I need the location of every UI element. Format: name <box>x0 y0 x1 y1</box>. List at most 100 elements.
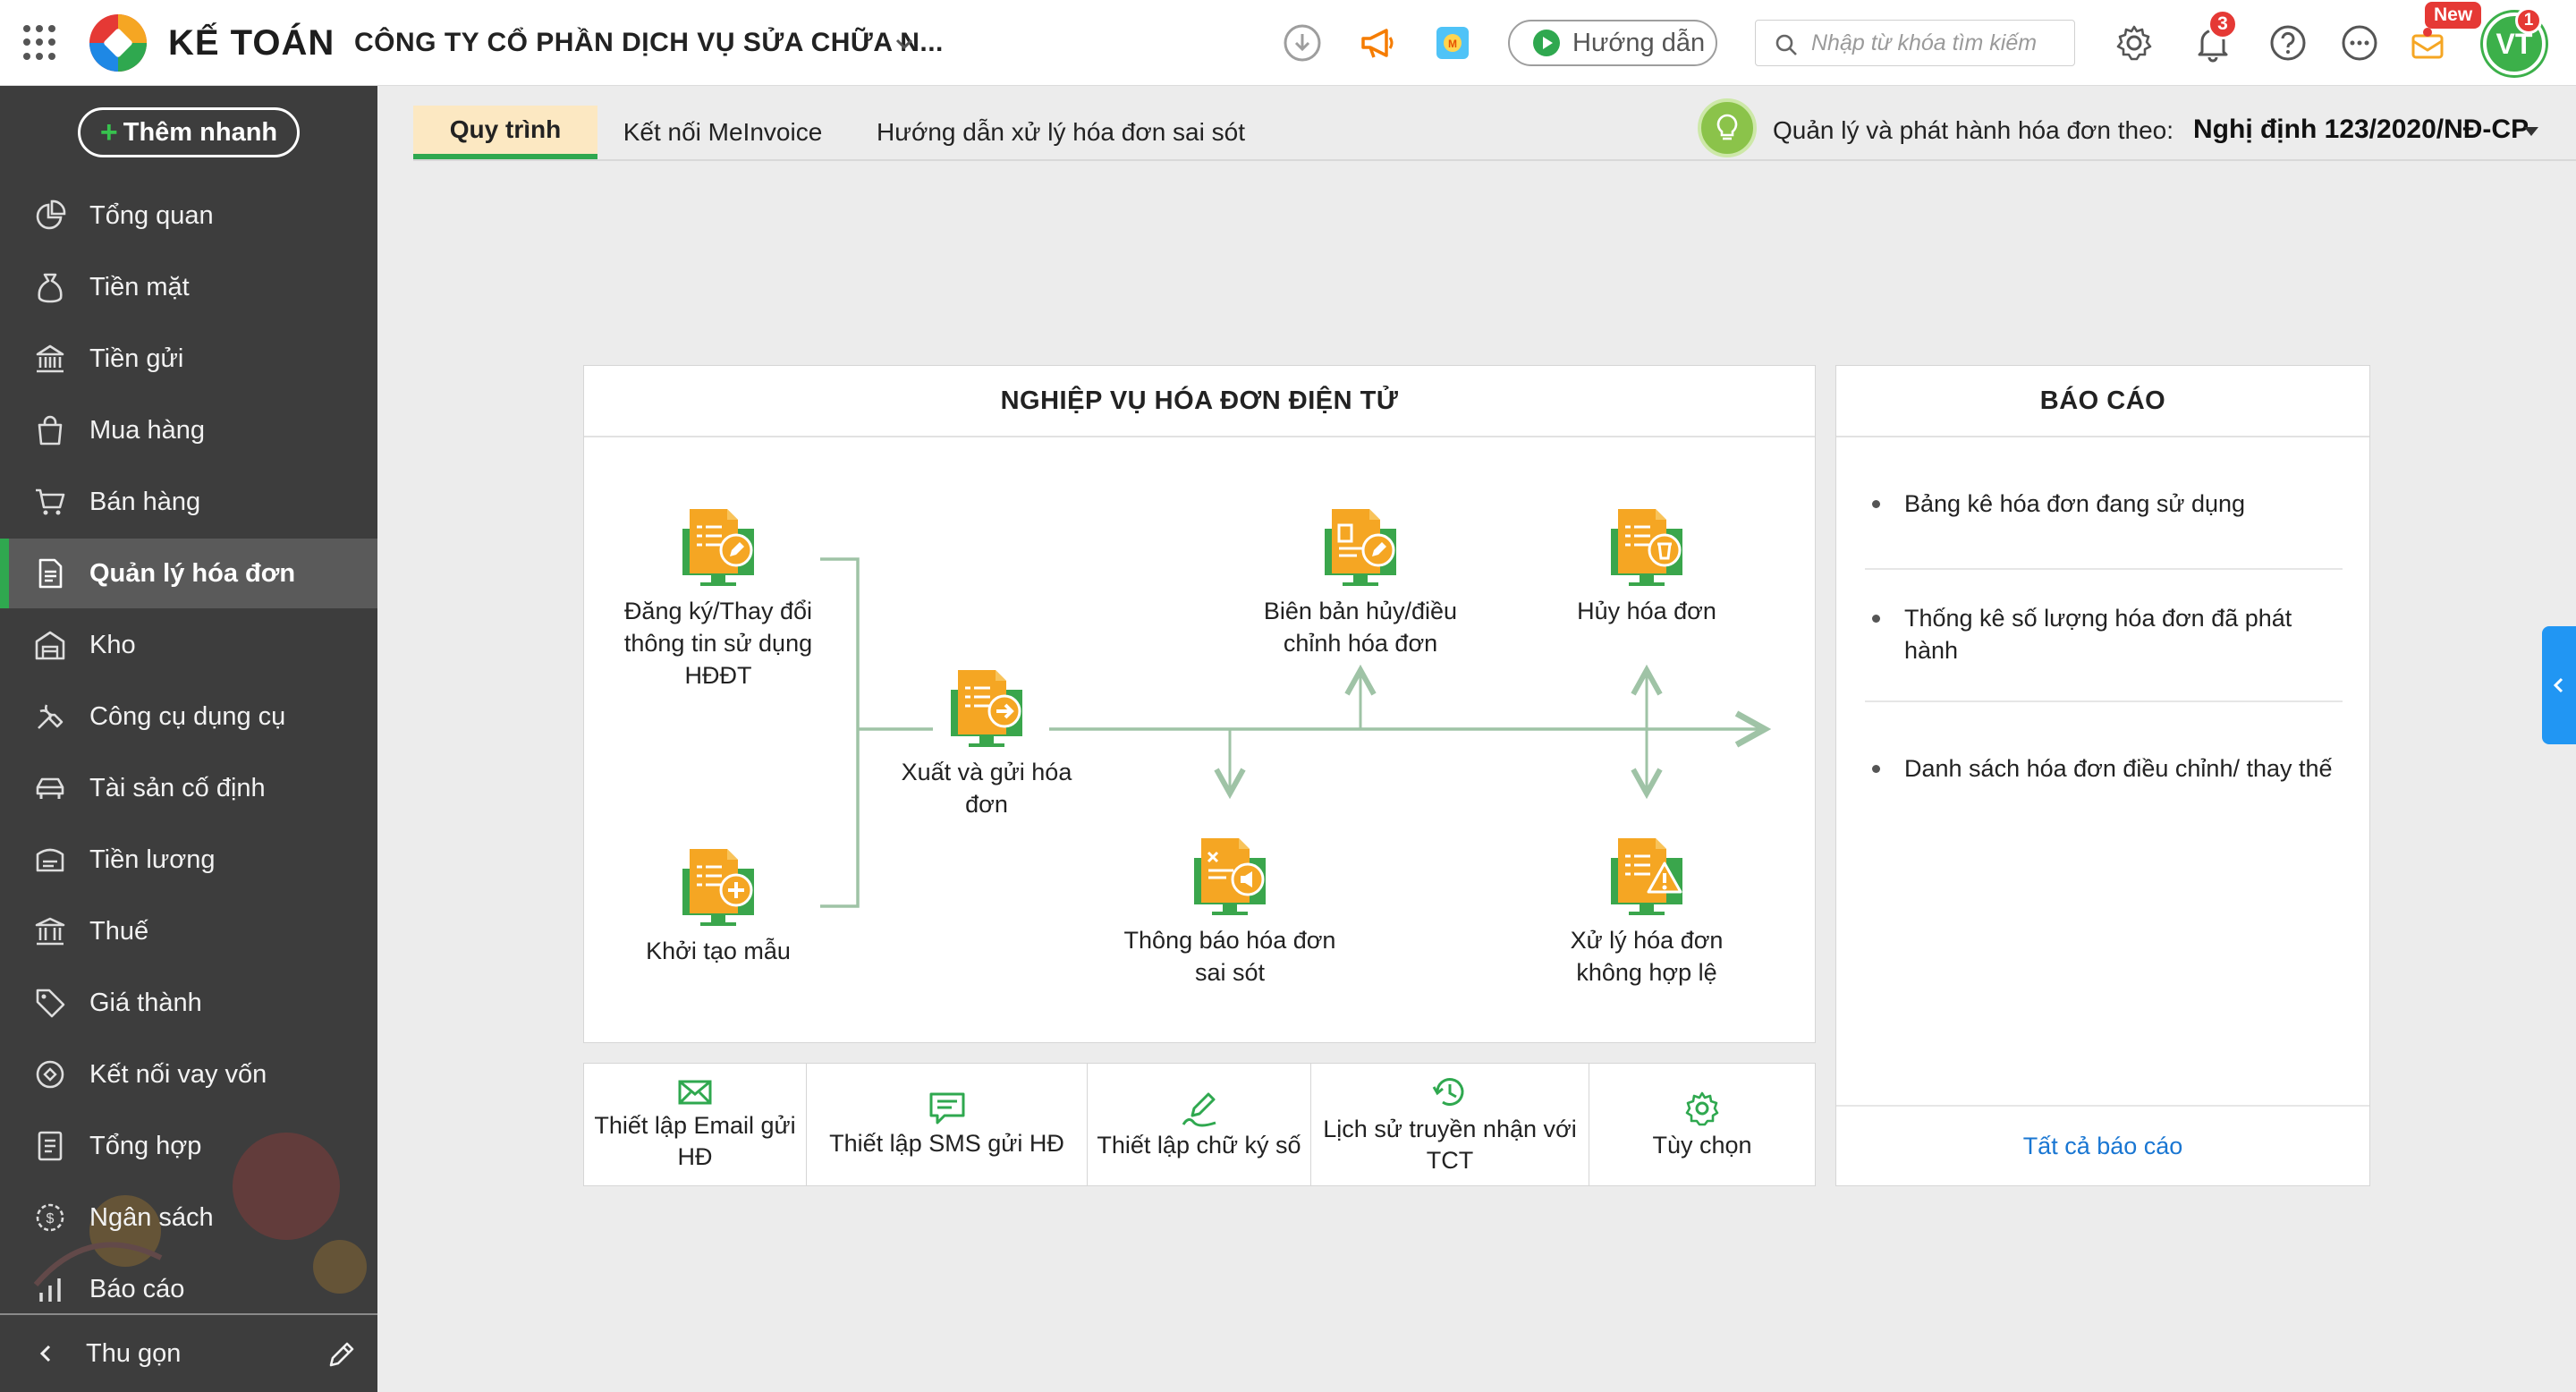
email-settings-button[interactable]: Thiết lập Email gửi HĐ <box>584 1064 807 1185</box>
sidebar-item-label: Công cụ dụng cụ <box>89 701 286 731</box>
report-link-issued-count[interactable]: Thống kê số lượng hóa đơn đã phát hành <box>1867 602 2341 666</box>
flow-node-invalid[interactable]: Xử lý hóa đơn không hợp lệ <box>1536 835 1758 989</box>
decree-select[interactable]: Nghị định 123/2020/NĐ-CP <box>2193 115 2529 144</box>
sms-settings-button[interactable]: Thiết lập SMS gửi HĐ <box>807 1064 1088 1185</box>
sidebar-item-summary[interactable]: Tổng hợp <box>0 1111 377 1181</box>
report-divider <box>1865 700 2343 702</box>
sidebar-item-warehouse[interactable]: Kho <box>0 610 377 680</box>
tab-bar: Quy trình Kết nối MeInvoice Hướng dẫn xử… <box>377 86 2576 161</box>
invoice-cancel-icon <box>1611 509 1682 586</box>
sms-icon <box>929 1092 964 1124</box>
report-link-invoices-in-use[interactable]: Bảng kê hóa đơn đang sử dụng <box>1867 488 2341 520</box>
more-icon[interactable] <box>2338 21 2381 64</box>
sidebar-item-fixed-assets[interactable]: Tài sản cố định <box>0 753 377 823</box>
sidebar-item-tax[interactable]: Thuế <box>0 896 377 966</box>
flow-node-adjust[interactable]: Biên bản hủy/điều chỉnh hóa đơn <box>1253 505 1468 659</box>
collapse-sidebar-button[interactable]: Thu gọn <box>0 1313 377 1392</box>
action-label: Lịch sử truyền nhận với TCT <box>1323 1116 1577 1174</box>
tab-meinvoice[interactable]: Kết nối MeInvoice <box>612 106 834 159</box>
decree-prefix: Quản lý và phát hành hóa đơn theo: <box>1773 116 2174 144</box>
invoice-notice-icon <box>1194 838 1266 915</box>
sidebar-item-purchase[interactable]: Mua hàng <box>0 395 377 465</box>
warehouse-icon <box>35 631 65 660</box>
process-title: NGHIỆP VỤ HÓA ĐƠN ĐIỆN TỬ <box>584 366 1815 437</box>
sidebar-item-label: Quản lý hóa đơn <box>89 558 296 588</box>
mini-app-icon[interactable]: M <box>1431 21 1474 64</box>
flow-node-cancel[interactable]: Hủy hóa đơn <box>1539 505 1754 627</box>
flow-node-register[interactable]: Đăng ký/Thay đổi thông tin sử dụng HĐĐT <box>620 505 817 692</box>
flow-node-label: Khởi tạo mẫu <box>646 938 791 964</box>
svg-text:M: M <box>1448 38 1457 50</box>
gear-icon <box>1685 1091 1719 1125</box>
sidebar-item-label: Báo cáo <box>89 1274 185 1303</box>
invoice-add-icon <box>682 849 754 926</box>
quick-add-label: Thêm nhanh <box>123 117 278 147</box>
price-tag-icon <box>36 989 65 1018</box>
report-link-adjusted-list[interactable]: Danh sách hóa đơn điều chỉnh/ thay thế <box>1867 752 2341 785</box>
sidebar-item-deposit[interactable]: Tiền gửi <box>0 324 377 394</box>
plus-icon: + <box>99 115 118 149</box>
app-launcher-icon[interactable] <box>23 25 59 61</box>
megaphone-icon[interactable] <box>1356 21 1399 64</box>
sidebar-item-cost[interactable]: Giá thành <box>0 968 377 1038</box>
sidebar-item-overview[interactable]: Tổng quan <box>0 181 377 250</box>
sidebar-item-cash[interactable]: Tiền mặt <box>0 252 377 322</box>
sidebar-item-label: Ngân sách <box>89 1202 214 1232</box>
gift-icon[interactable] <box>2406 21 2449 64</box>
edit-icon[interactable] <box>326 1338 358 1371</box>
sidebar-item-label: Tiền mặt <box>89 272 190 301</box>
sidebar-item-reports[interactable]: Báo cáo <box>0 1254 377 1324</box>
tab-label: Quy trình <box>449 115 562 143</box>
settings-action-bar: Thiết lập Email gửi HĐ Thiết lập SMS gửi… <box>583 1063 1816 1186</box>
logo-icon <box>89 14 147 72</box>
bar-chart-icon <box>39 1278 61 1302</box>
action-label: Thiết lập chữ ký số <box>1097 1131 1301 1159</box>
email-icon <box>678 1080 712 1105</box>
payroll-icon <box>36 848 64 872</box>
action-label: Thiết lập Email gửi HĐ <box>594 1112 796 1170</box>
options-button[interactable]: Tùy chọn <box>1589 1064 1815 1185</box>
play-icon <box>1533 30 1560 56</box>
help-icon[interactable] <box>2267 21 2309 64</box>
sidebar-item-label: Giá thành <box>89 988 202 1017</box>
side-panel-toggle[interactable] <box>2542 626 2576 744</box>
search-input[interactable] <box>1811 28 2066 58</box>
new-badge: New <box>2425 2 2482 29</box>
settings-icon[interactable] <box>2113 21 2156 64</box>
bank-icon <box>36 344 64 373</box>
invoice-icon <box>38 558 63 589</box>
search-box[interactable] <box>1755 20 2075 66</box>
download-icon[interactable] <box>1281 21 1324 64</box>
transmission-history-button[interactable]: Lịch sử truyền nhận với TCT <box>1311 1064 1589 1185</box>
caret-down-icon[interactable] <box>2524 127 2538 136</box>
budget-icon: $ <box>36 1203 64 1232</box>
sidebar-item-budget[interactable]: $ Ngân sách <box>0 1183 377 1252</box>
company-name[interactable]: CÔNG TY CỔ PHẦN DỊCH VỤ SỬA CHỮA N... <box>354 28 944 57</box>
flow-node-error-notice[interactable]: Thông báo hóa đơn sai sót <box>1121 835 1339 989</box>
tab-process[interactable]: Quy trình <box>413 106 597 159</box>
svg-text:$: $ <box>47 1211 55 1226</box>
chevron-down-icon[interactable] <box>893 32 916 55</box>
quick-add-button[interactable]: + Thêm nhanh <box>78 107 300 157</box>
process-flow-lines <box>820 557 1817 908</box>
flow-node-template[interactable]: Khởi tạo mẫu <box>620 845 817 967</box>
signature-icon <box>1182 1092 1216 1126</box>
digital-signature-button[interactable]: Thiết lập chữ ký số <box>1088 1064 1311 1185</box>
sidebar-item-label: Tiền lương <box>89 845 216 874</box>
invoice-edit-icon <box>682 509 754 586</box>
sidebar-item-invoice-management[interactable]: Quản lý hóa đơn <box>0 539 377 608</box>
guide-button[interactable]: Hướng dẫn <box>1508 20 1717 66</box>
flow-node-issue[interactable]: Xuất và gửi hóa đơn <box>879 666 1094 820</box>
sidebar-item-payroll[interactable]: Tiền lương <box>0 825 377 895</box>
sidebar-item-sales[interactable]: Bán hàng <box>0 467 377 537</box>
collapse-label: Thu gọn <box>86 1338 182 1368</box>
sidebar-item-label: Kết nối vay vốn <box>89 1059 267 1089</box>
sidebar-item-tools[interactable]: Công cụ dụng cụ <box>0 682 377 751</box>
tab-error-guide[interactable]: Hướng dẫn xử lý hóa đơn sai sót <box>857 106 1265 159</box>
all-reports-link[interactable]: Tất cả báo cáo <box>1836 1105 2369 1185</box>
shopping-bag-icon <box>38 415 63 446</box>
sidebar-item-loan[interactable]: Kết nối vay vốn <box>0 1040 377 1109</box>
flow-node-label: Đăng ký/Thay đổi thông tin sử dụng HĐĐT <box>623 598 813 689</box>
ledger-icon <box>38 1131 63 1161</box>
invoice-warning-icon <box>1611 838 1682 915</box>
